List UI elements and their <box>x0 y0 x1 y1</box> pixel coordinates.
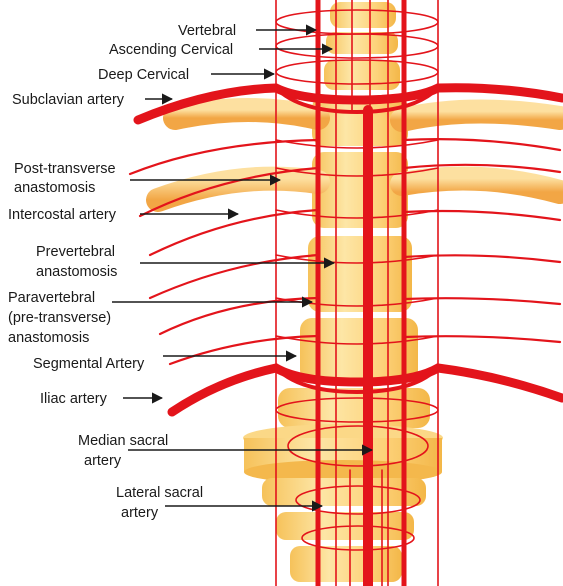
rib-right-1 <box>390 99 563 132</box>
label-median-sacral-line2: artery <box>84 453 122 469</box>
vertebral-column <box>243 2 443 582</box>
label-segmental-artery: Segmental Artery <box>33 356 145 372</box>
vertebra-l1 <box>308 236 412 312</box>
intercostal-artery-left-6 <box>168 334 320 366</box>
vertebra-c1 <box>330 2 396 28</box>
label-post-transverse-line1: Post-transverse <box>14 161 116 177</box>
label-intercostal-artery: Intercostal artery <box>8 207 117 223</box>
label-subclavian-artery: Subclavian artery <box>12 92 125 108</box>
label-paravertebral-line1: Paravertebral <box>8 290 95 306</box>
sacral-ring-3 <box>295 485 421 515</box>
vertebra-c3 <box>324 60 400 90</box>
label-median-sacral-line1: Median sacral <box>78 433 168 449</box>
iliac-ring <box>274 366 440 395</box>
ring-t3 <box>275 209 439 219</box>
subclavian-artery <box>133 83 563 125</box>
cervical-ring-2 <box>275 33 439 59</box>
ring-t4 <box>275 254 439 264</box>
segmental-artery-right-6 <box>402 335 562 344</box>
cervical-ring-3 <box>275 59 439 85</box>
rib-right-2 <box>390 166 563 204</box>
segmental-artery-right-4 <box>402 254 562 264</box>
label-pointers <box>112 24 374 512</box>
sacrum-s4 <box>290 546 402 582</box>
intercostal-artery-left-1 <box>128 138 320 176</box>
label-paravertebral-line2: (pre-transverse) <box>8 310 111 326</box>
label-vertebral: Vertebral <box>178 23 236 39</box>
intercostal-artery-left-2 <box>138 166 320 218</box>
segmental-artery-right-1 <box>402 138 562 152</box>
sacral-ring-1 <box>275 397 439 423</box>
label-iliac-artery: Iliac artery <box>40 391 108 407</box>
intercostal-artery-left-3 <box>148 208 320 257</box>
segmental-artery-right-3 <box>402 209 562 222</box>
ring-t1 <box>275 139 439 149</box>
vertebra-c2 <box>326 32 398 54</box>
sacrum-s2 <box>262 478 426 506</box>
sacral-ring-2 <box>287 425 429 467</box>
arteries <box>128 0 563 586</box>
label-prevertebral-line2: anastomosis <box>36 264 117 280</box>
ring-t6 <box>275 335 439 345</box>
label-deep-cervical: Deep Cervical <box>98 67 189 83</box>
label-lateral-sacral-line2: artery <box>121 505 159 521</box>
rib-left-1 <box>163 98 330 130</box>
sacral-ring-4 <box>301 525 415 551</box>
label-paravertebral-line3: anastomosis <box>8 330 89 346</box>
label-prevertebral-line1: Prevertebral <box>36 244 115 260</box>
segmental-artery-right-2 <box>402 163 562 174</box>
intercostal-artery-left-5 <box>158 296 320 336</box>
ring-t2 <box>275 167 439 177</box>
subclavian-ring <box>274 86 440 115</box>
segmental-artery-right-5 <box>402 297 562 306</box>
label-ascending-cervical: Ascending Cervical <box>109 42 233 58</box>
labels: Vertebral Ascending Cervical Deep Cervic… <box>8 23 236 521</box>
iliac-artery <box>167 363 563 417</box>
label-lateral-sacral-line1: Lateral sacral <box>116 485 203 501</box>
label-post-transverse-line2: anastomosis <box>14 180 95 196</box>
intercostal-artery-left-4 <box>148 253 320 300</box>
